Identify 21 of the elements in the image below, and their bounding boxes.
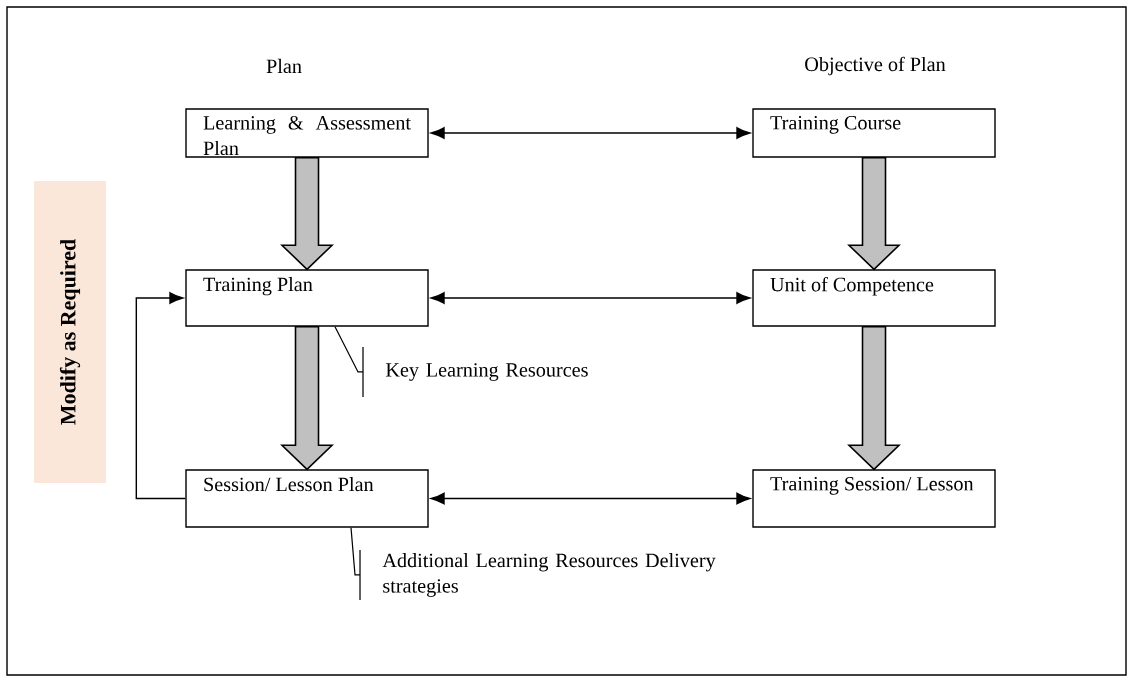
callout-text: Additional Learning Resources Delivery strategies bbox=[382, 553, 716, 597]
process-box: Unit of Competence bbox=[752, 269, 996, 327]
process-box: Training Session/ Lesson bbox=[752, 469, 996, 528]
process-box: Session/ Lesson Plan bbox=[185, 469, 429, 528]
feedback-arrow bbox=[135, 292, 186, 500]
column-heading: Plan bbox=[266, 58, 302, 74]
leader-line bbox=[350, 527, 361, 601]
side-band: Modify as Required bbox=[34, 181, 106, 483]
process-box: Learning & Assessment Plan bbox=[185, 108, 429, 158]
double-arrow bbox=[430, 492, 751, 505]
block-arrow bbox=[280, 325, 334, 471]
process-box: Training Plan bbox=[185, 269, 429, 327]
process-box: Training Course bbox=[752, 108, 996, 158]
leader-line bbox=[334, 326, 364, 398]
column-heading: Objective of Plan bbox=[805, 56, 946, 76]
block-arrow bbox=[847, 325, 901, 471]
block-arrow bbox=[280, 156, 334, 271]
block-arrow bbox=[847, 156, 901, 271]
double-arrow bbox=[430, 292, 751, 304]
callout-text: Key Learning Resources bbox=[385, 363, 588, 381]
double-arrow bbox=[430, 127, 751, 139]
